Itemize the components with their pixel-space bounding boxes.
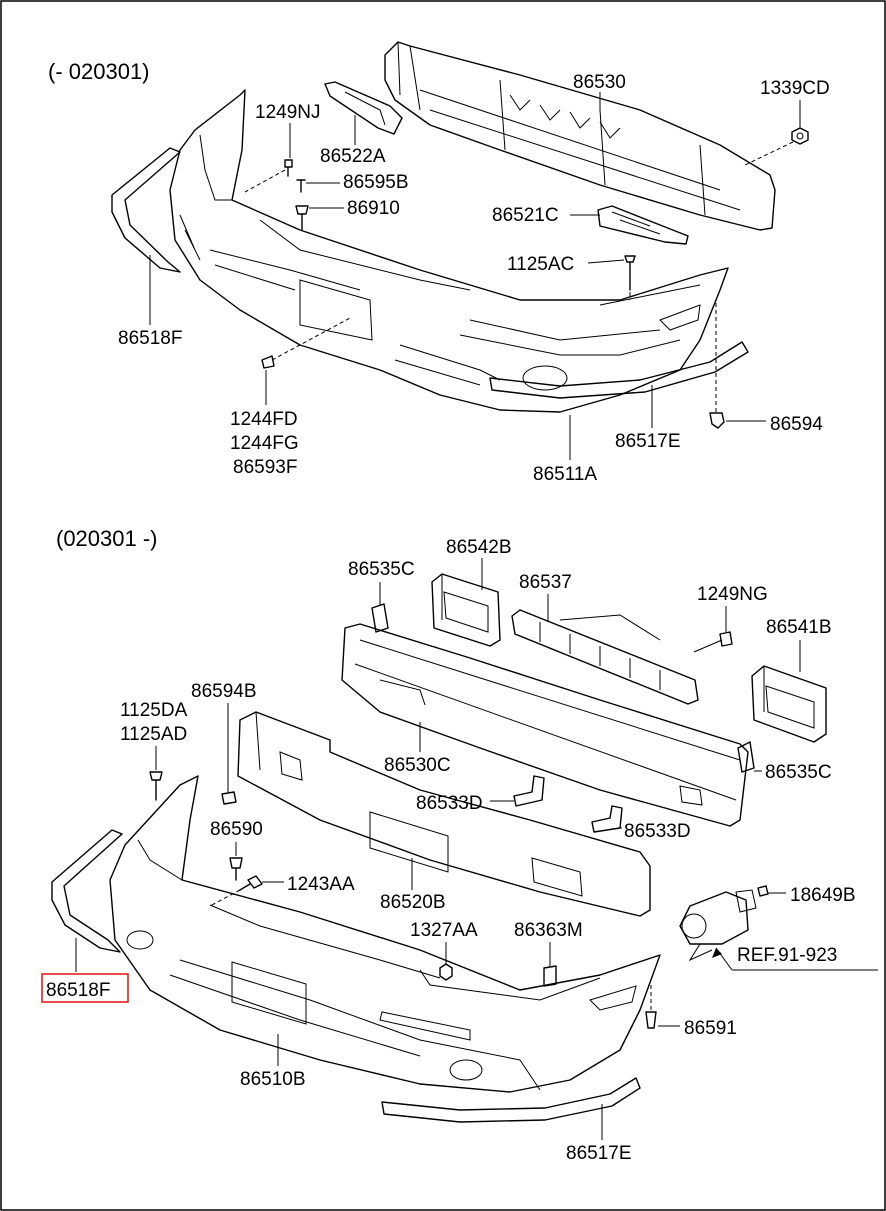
part-86542B-bracket[interactable] xyxy=(431,573,501,647)
label-86518F-lower[interactable]: 86518F xyxy=(46,980,110,1001)
label-86363M: 86363M xyxy=(514,920,583,941)
label-86533D-right: 86533D xyxy=(624,821,691,842)
label-18649B: 18649B xyxy=(790,885,856,906)
label-86594: 86594 xyxy=(770,414,823,435)
label-86590: 86590 xyxy=(210,819,263,840)
part-86517E-strip-lower[interactable] xyxy=(381,1077,641,1123)
part-86510B-bumper-cover[interactable] xyxy=(109,775,661,1093)
part-fog-lamp-assembly[interactable] xyxy=(679,889,757,962)
part-1125AC-screw[interactable] xyxy=(624,255,636,300)
part-1244FD-screw[interactable] xyxy=(261,317,351,369)
label-86535C-top: 86535C xyxy=(348,559,415,580)
part-86537-absorber[interactable] xyxy=(511,609,699,705)
label-1244FG: 1244FG xyxy=(230,433,299,454)
label-86510B: 86510B xyxy=(240,1069,306,1090)
label-86530C: 86530C xyxy=(384,755,451,776)
label-86517E-lower: 86517E xyxy=(566,1143,632,1164)
part-86910-clip[interactable] xyxy=(295,205,309,231)
label-86533D-left: 86533D xyxy=(416,793,483,814)
highlight-box-86518F xyxy=(41,973,129,1003)
label-86521C: 86521C xyxy=(492,205,559,226)
lower-section: (020301 -) xyxy=(41,526,878,1164)
part-86518F-strip-upper[interactable] xyxy=(111,147,181,273)
part-86590-clip[interactable] xyxy=(229,857,243,881)
label-1244FD: 1244FD xyxy=(230,409,298,430)
part-86511A-bumper-cover[interactable] xyxy=(169,89,729,413)
label-1125DA: 1125DA xyxy=(120,700,188,721)
part-86594-clip[interactable] xyxy=(709,300,725,429)
part-1243AA-screw[interactable] xyxy=(209,875,263,907)
label-86537: 86537 xyxy=(519,572,572,593)
part-86521C-bracket[interactable] xyxy=(597,205,689,245)
label-86511A: 86511A xyxy=(533,464,597,485)
label-1249NG: 1249NG xyxy=(697,584,768,605)
part-86594B-clip[interactable] xyxy=(221,791,237,805)
label-86542B: 86542B xyxy=(446,537,512,558)
label-86593F: 86593F xyxy=(233,457,297,478)
part-86591-screw[interactable] xyxy=(645,985,657,1029)
label-86535C-right: 86535C xyxy=(765,762,832,783)
label-1125AD: 1125AD xyxy=(120,724,187,745)
label-1243AA: 1243AA xyxy=(287,874,355,895)
upper-section: (- 020301) xyxy=(48,41,830,485)
part-18649B-bulb[interactable] xyxy=(757,885,769,897)
part-86595B-pin[interactable] xyxy=(296,179,306,193)
label-86591: 86591 xyxy=(684,1018,737,1039)
part-86530-reinforcement[interactable] xyxy=(384,41,776,231)
part-1125DA-screw[interactable] xyxy=(149,771,163,801)
part-86522A-bracket[interactable] xyxy=(324,81,403,135)
part-86517E-strip-upper[interactable] xyxy=(489,341,749,399)
part-86535C-bracket-right[interactable] xyxy=(737,741,755,773)
part-86533D-bracket-right[interactable] xyxy=(591,805,623,833)
label-ref-91-923[interactable]: REF.91-923 xyxy=(737,945,837,966)
part-1249NJ-screw[interactable] xyxy=(244,159,293,193)
label-86518F-upper: 86518F xyxy=(118,328,182,349)
label-86595B: 86595B xyxy=(343,172,409,193)
part-86520B-absorber[interactable] xyxy=(237,711,651,917)
part-86541B-bracket[interactable] xyxy=(751,665,827,743)
label-86522A: 86522A xyxy=(320,146,386,167)
label-86530: 86530 xyxy=(573,72,626,93)
label-1327AA: 1327AA xyxy=(410,920,478,941)
label-1249NJ: 1249NJ xyxy=(255,102,321,123)
ref-arrow-icon xyxy=(712,948,722,958)
label-86517E-upper: 86517E xyxy=(615,431,681,452)
part-86533D-bracket-left[interactable] xyxy=(513,775,545,807)
label-86594B: 86594B xyxy=(191,681,257,702)
label-1339CD: 1339CD xyxy=(760,78,830,99)
label-86541B: 86541B xyxy=(766,617,832,638)
leader-1125AC xyxy=(587,259,625,264)
section-label-lower: (020301 -) xyxy=(56,526,158,551)
label-86520B: 86520B xyxy=(380,892,446,913)
part-1249NG-bolt[interactable] xyxy=(693,631,733,653)
section-label-upper: (- 020301) xyxy=(48,59,150,84)
label-1125AC: 1125AC xyxy=(507,254,574,275)
label-86910: 86910 xyxy=(347,198,400,219)
part-86518F-strip-lower[interactable] xyxy=(51,829,123,953)
part-86363M-bracket[interactable] xyxy=(543,965,557,987)
part-86530C-reinforcement[interactable] xyxy=(341,623,749,827)
